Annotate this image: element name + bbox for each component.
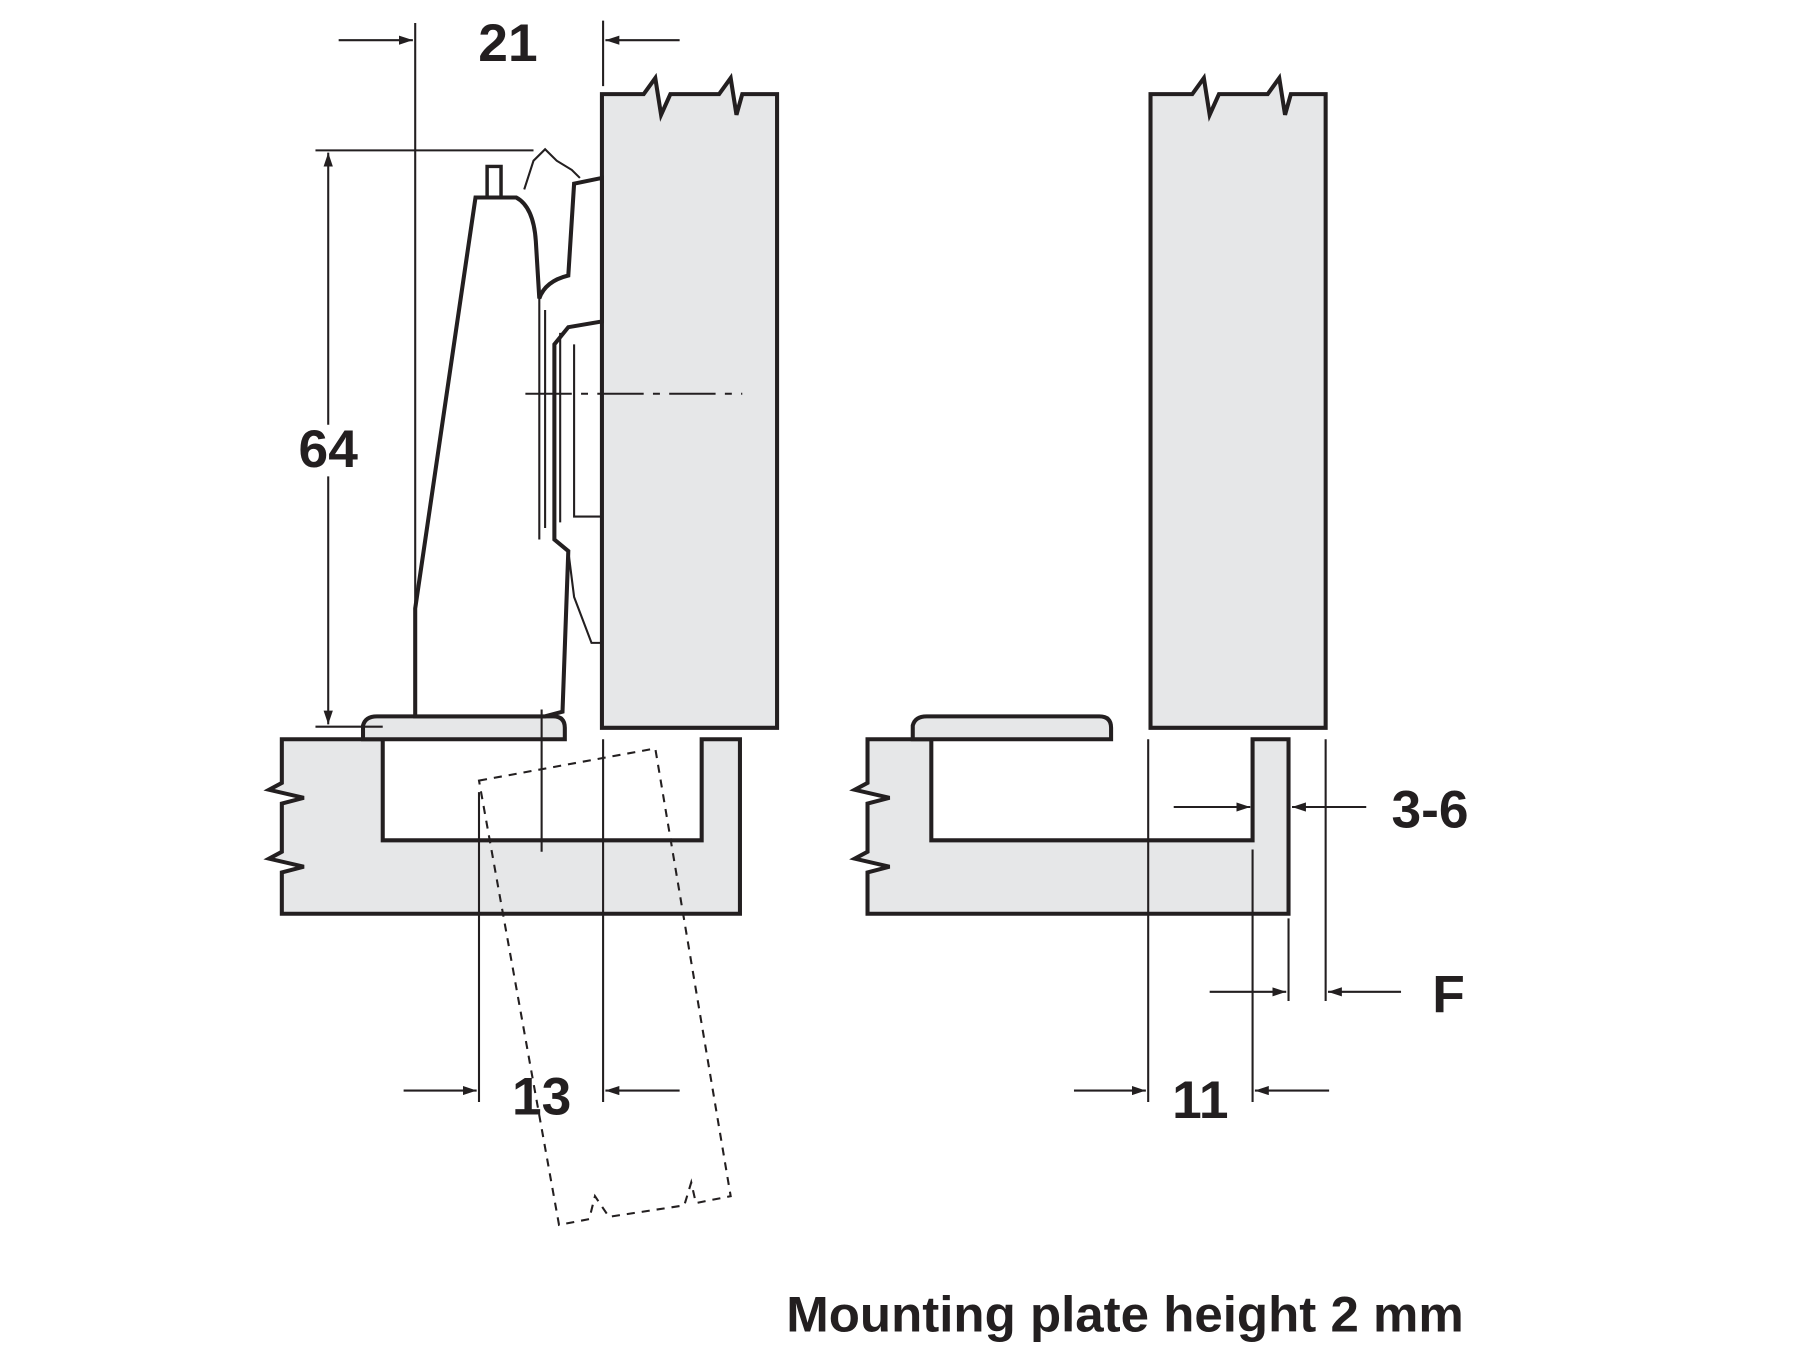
left-cabinet-side bbox=[263, 737, 742, 916]
dim-F: F bbox=[1432, 966, 1465, 1025]
dimension-lines bbox=[315, 20, 1402, 1096]
dim-11: 11 bbox=[1172, 1071, 1228, 1130]
right-door-panel bbox=[1148, 72, 1328, 730]
right-cabinet-side bbox=[849, 737, 1291, 916]
left-door-panel bbox=[599, 72, 780, 730]
left-view-closed-hinge bbox=[263, 22, 780, 1227]
dim-21: 21 bbox=[478, 14, 537, 73]
right-mounting-plate bbox=[910, 714, 1114, 742]
dim-13: 13 bbox=[512, 1068, 571, 1127]
right-view-detail bbox=[849, 72, 1328, 1103]
door-open-ghost bbox=[477, 747, 732, 1227]
dim-3-6: 3-6 bbox=[1391, 781, 1468, 840]
hinge-arm bbox=[413, 175, 604, 719]
diagram-caption: Mounting plate height 2 mm bbox=[786, 1286, 1463, 1343]
dim-64: 64 bbox=[299, 420, 359, 479]
left-mounting-plate bbox=[360, 714, 567, 742]
